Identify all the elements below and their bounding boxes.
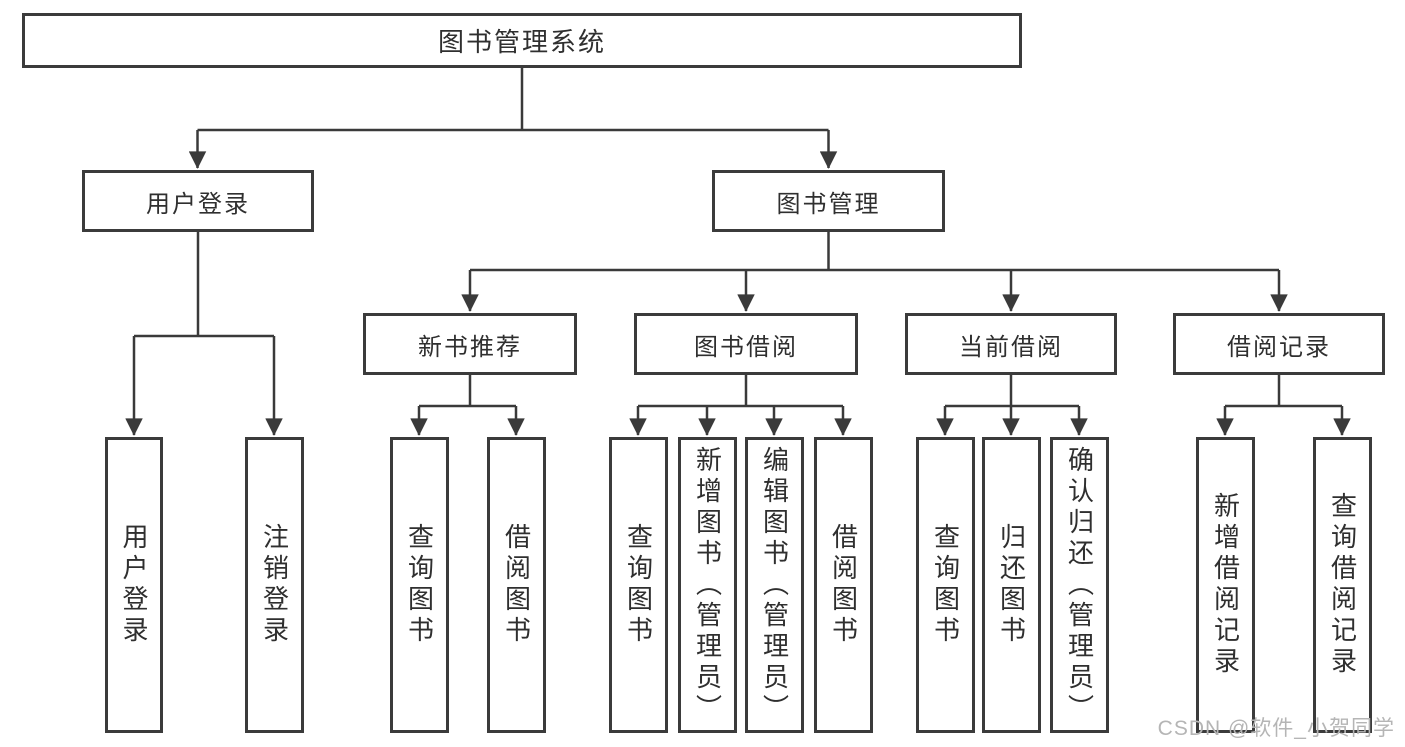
leaf-logout: 注销登录 xyxy=(245,437,304,733)
leaf-edit-book-admin: 编辑图书（管理员） xyxy=(745,437,804,733)
leaf-add-borrow-record: 新增借阅记录 xyxy=(1196,437,1255,733)
leaf-confirm-return-admin: 确认归还（管理员） xyxy=(1050,437,1109,733)
leaf-query-books-current: 查询图书 xyxy=(916,437,975,733)
leaf-query-borrow-record: 查询借阅记录 xyxy=(1313,437,1372,733)
leaf-borrow-books-recommend: 借阅图书 xyxy=(487,437,546,733)
leaf-borrow-books-borrowing: 借阅图书 xyxy=(814,437,873,733)
csdn-watermark: CSDN @软件_小贺同学 xyxy=(1157,717,1395,740)
node-book-management-system: 图书管理系统 xyxy=(22,13,1022,68)
leaf-user-login: 用户登录 xyxy=(105,437,163,733)
node-book-management: 图书管理 xyxy=(712,170,945,232)
leaf-add-book-admin: 新增图书（管理员） xyxy=(678,437,737,733)
node-book-borrowing: 图书借阅 xyxy=(634,313,858,375)
leaf-query-books-borrowing: 查询图书 xyxy=(609,437,668,733)
node-current-borrowing: 当前借阅 xyxy=(905,313,1117,375)
node-new-book-recommendation: 新书推荐 xyxy=(363,313,577,375)
leaf-query-books-recommend: 查询图书 xyxy=(390,437,449,733)
leaf-return-books: 归还图书 xyxy=(982,437,1041,733)
node-borrowing-records: 借阅记录 xyxy=(1173,313,1385,375)
node-user-login: 用户登录 xyxy=(82,170,314,232)
